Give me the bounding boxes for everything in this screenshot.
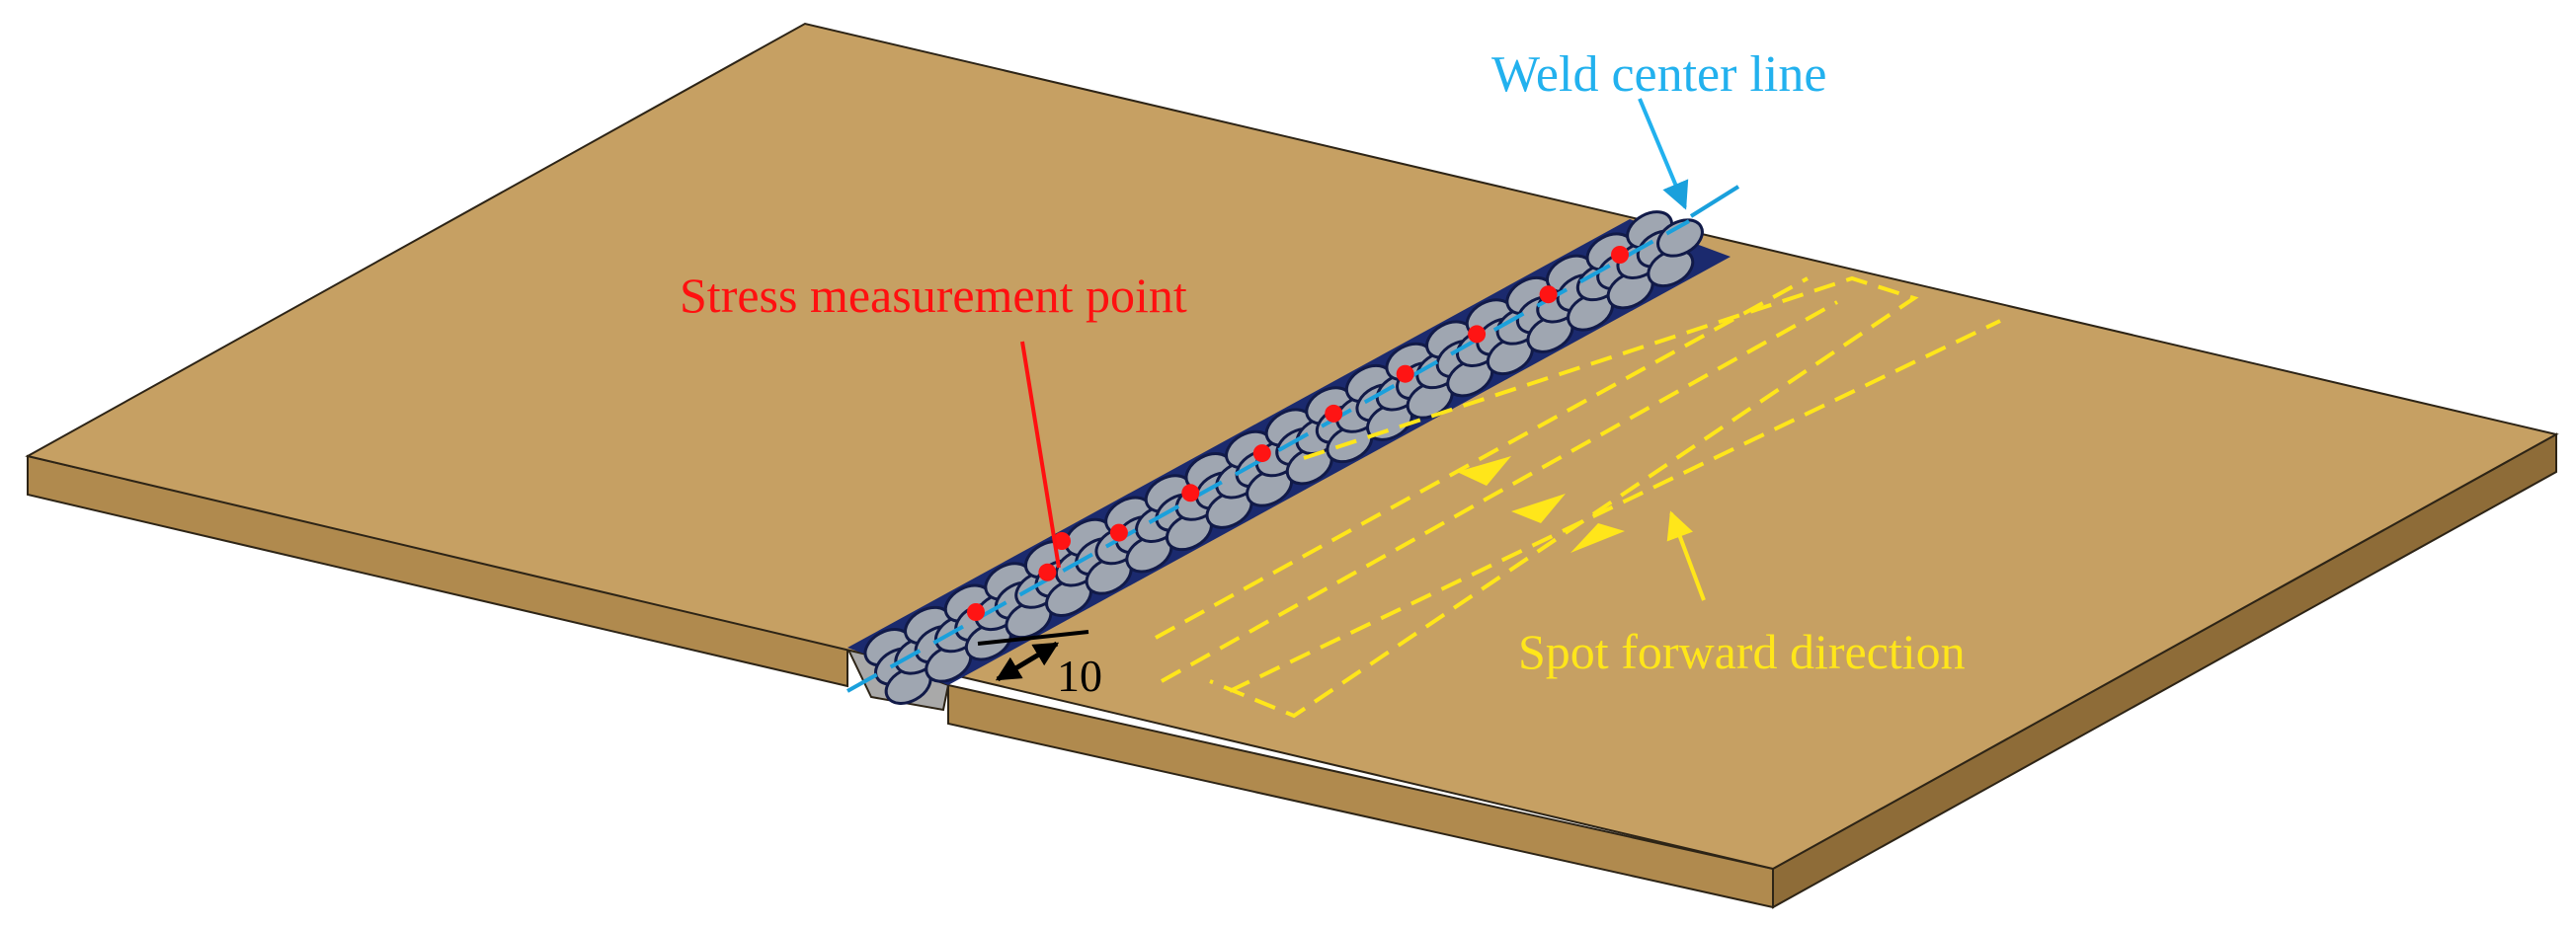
weld-center-line-leader <box>1638 98 1689 210</box>
weld-center-line-tail <box>1689 185 1740 218</box>
weld-center-line-label: Weld center line <box>1491 46 1826 103</box>
weld-spots-group <box>863 210 1704 705</box>
stress-measurement-point <box>1396 364 1414 383</box>
stress-measurement-point <box>1109 523 1128 542</box>
scan-path-right-line <box>1229 319 2001 693</box>
stress-measurement-point <box>967 603 985 621</box>
scan-path-left-line <box>1155 276 1809 640</box>
scan-direction-arrow-2 <box>1511 494 1566 523</box>
spot-forward-direction-label: Spot forward direction <box>1518 624 1966 679</box>
stress-point-leader <box>1020 341 1061 569</box>
dimension-value-label: 10 <box>1057 651 1102 701</box>
spot-scan-path <box>1155 275 2001 719</box>
stress-measurement-point <box>1053 532 1071 550</box>
stress-measurement-point <box>1468 325 1487 344</box>
dimension-arrow <box>995 641 1060 682</box>
scan-direction-arrow-1 <box>1457 456 1511 486</box>
scan-direction-arrow-3 <box>1570 523 1625 553</box>
stress-measurement-point <box>1252 444 1271 463</box>
weld-spot <box>1656 218 1704 258</box>
scan-path-outer-loop <box>1209 275 1919 719</box>
measurement-points-group <box>967 246 1629 621</box>
stress-measurement-point <box>1611 246 1629 264</box>
stress-measurement-point <box>1325 404 1343 423</box>
stress-measurement-point <box>1181 484 1200 502</box>
dimension-reference-line <box>977 630 1089 646</box>
stress-measurement-point <box>1539 285 1558 304</box>
stress-measurement-point <box>1038 563 1057 581</box>
scan-path-middle-line <box>1161 300 1838 683</box>
spot-direction-leader <box>1666 510 1706 601</box>
stress-measurement-point-label: Stress measurement point <box>680 268 1187 323</box>
